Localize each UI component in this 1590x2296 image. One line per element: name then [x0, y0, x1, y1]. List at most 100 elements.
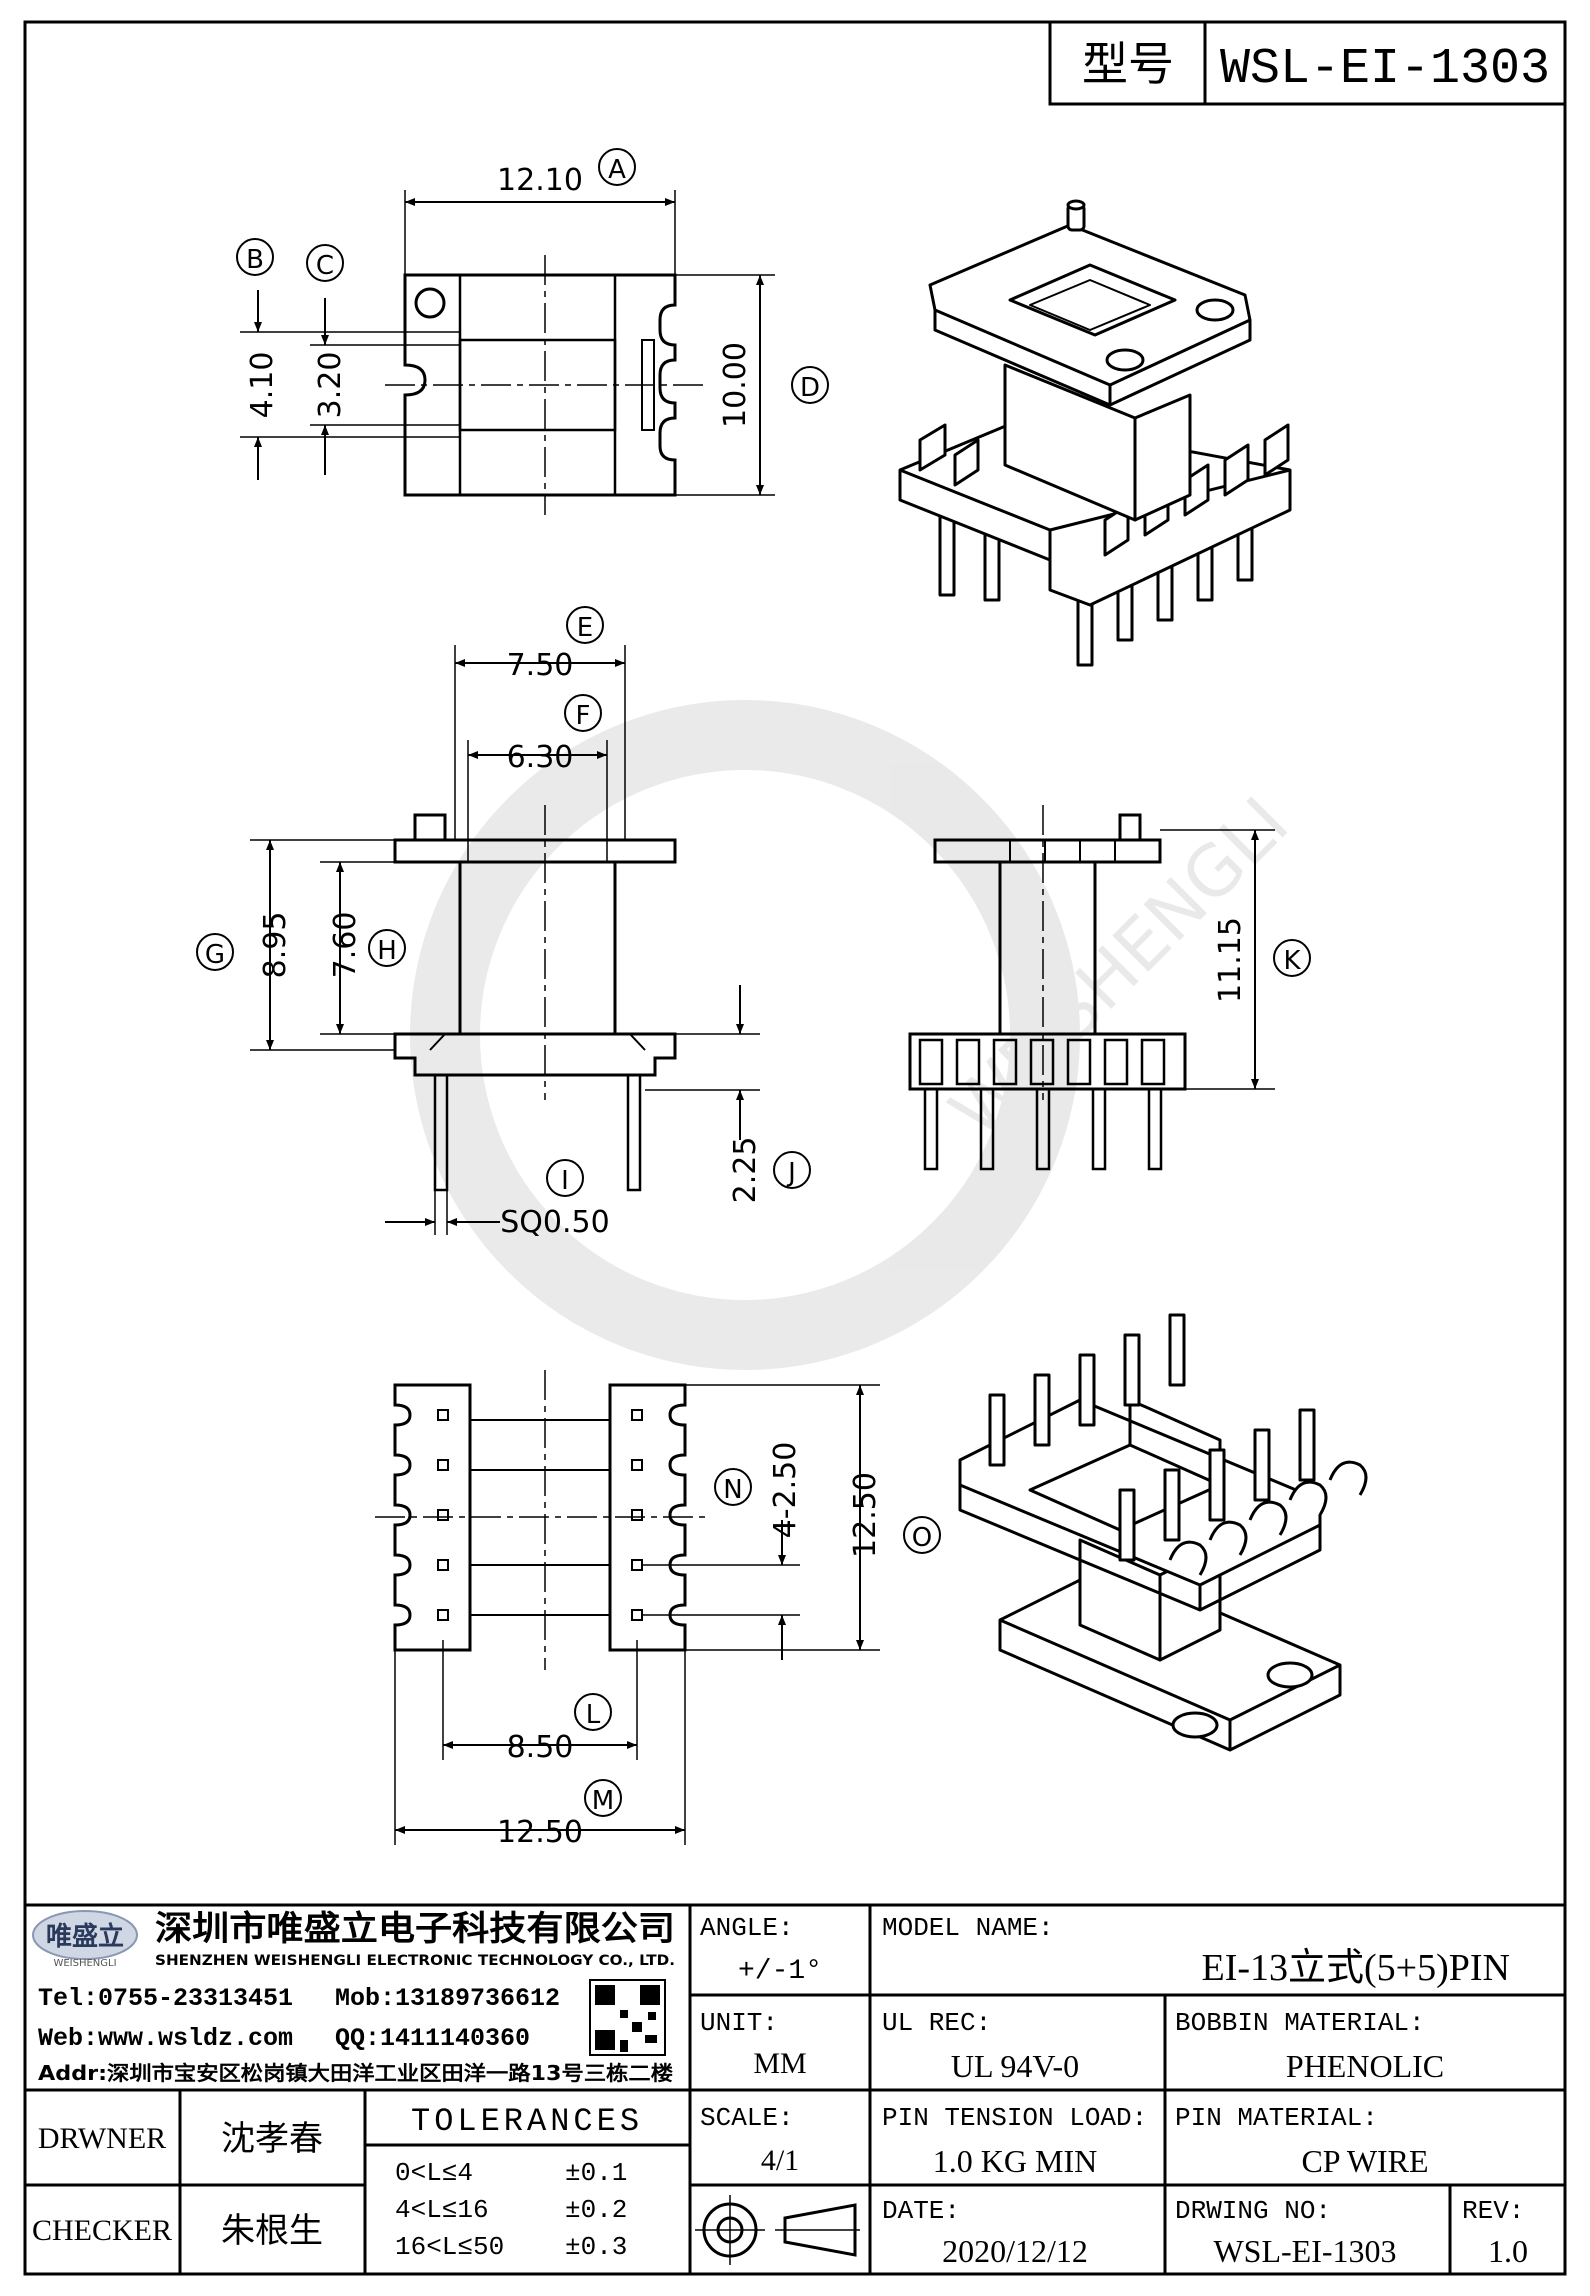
tag-k: K: [1283, 946, 1301, 976]
tag-j: J: [786, 1158, 796, 1188]
top-view-outline: [403, 273, 677, 497]
dim-f-value: 6.30: [507, 740, 574, 775]
unit-value: MM: [753, 2047, 806, 2080]
projection-symbol-icon: [695, 2195, 860, 2265]
company-web: Web:www.wsldz.com: [38, 2024, 293, 2053]
tension-value: 1.0 KG MIN: [933, 2143, 1097, 2179]
angle-value: +/-1°: [738, 1956, 822, 1987]
people-cells: DRWNER 沈孝春 CHECKER 朱根生: [32, 2119, 323, 2251]
iso1-teeth: [918, 423, 1290, 557]
company-info: 唯盛立 WEISHENGLI 深圳市唯盛立电子科技有限公司 SHENZHEN W…: [32, 1909, 675, 2085]
isometric-view-bottom: [958, 1313, 1368, 1752]
dim-k-value: 11.15: [1213, 917, 1248, 1003]
pin-material-value: CP WIRE: [1301, 2143, 1428, 2179]
rev-label: REV:: [1462, 2196, 1524, 2226]
model-name-value: EI-13立式(5+5)PIN: [1202, 1947, 1511, 1989]
dim-l-value: 8.50: [507, 1730, 574, 1765]
bottom-view: [375, 1370, 880, 1845]
bobbin-value: PHENOLIC: [1286, 2048, 1444, 2084]
ul-value: UL 94V-0: [951, 2048, 1079, 2084]
drawing-no-label: DRWING NO:: [1175, 2196, 1331, 2226]
front-view: [250, 645, 760, 1235]
bobbin-label: BOBBIN MATERIAL:: [1175, 2008, 1425, 2038]
tag-g: G: [205, 940, 225, 970]
tag-d: D: [800, 373, 820, 403]
logo-subtext: WEISHENGLI: [53, 1958, 116, 1969]
company-qq: QQ:1411140360: [335, 2024, 530, 2053]
model-value: WSL-EI-1303: [1220, 41, 1550, 98]
model-name-label: MODEL NAME:: [882, 1913, 1054, 1943]
iso2-loops: [1168, 1460, 1368, 1576]
title-block: [25, 1903, 1565, 2274]
bottom-view-labels: 8.50 L 12.50 M 4-2.50 N 12.50 O: [497, 1442, 941, 1850]
tolerances-title: TOLERANCES: [411, 2103, 643, 2140]
logo-text: 唯盛立: [46, 1921, 124, 1952]
dim-n-value: 4-2.50: [768, 1442, 803, 1539]
dim-i-value: SQ0.50: [500, 1205, 609, 1240]
company-mob: Mob:13189736612: [335, 1984, 560, 2013]
tension-label: PIN TENSION LOAD:: [882, 2103, 1147, 2133]
drawer-label: DRWNER: [38, 2122, 166, 2155]
front-view-labels: 7.50 E 6.30 F 8.95 G 7.60 H 2.25 J SQ0.5…: [196, 606, 811, 1240]
sheet-border: [23, 20, 1567, 2276]
tag-e: E: [577, 613, 593, 643]
dim-j-value: 2.25: [728, 1137, 763, 1204]
side-view: [908, 805, 1275, 1171]
pin-material-label: PIN MATERIAL:: [1175, 2103, 1378, 2133]
dim-b-value: 4.10: [245, 352, 280, 419]
top-view-labels: 12.10 A 10.00 D 4.10 B 3.20 C: [236, 148, 829, 428]
dim-d-value: 10.00: [718, 342, 753, 428]
iso2-pins: [988, 1313, 1316, 1562]
company-name-cn: 深圳市唯盛立电子科技有限公司: [155, 1909, 675, 1949]
company-tel: Tel:0755-23313451: [38, 1984, 293, 2013]
angle-label: ANGLE:: [700, 1913, 794, 1943]
company-address: Addr:深圳市宝安区松岗镇大田洋工业区田洋一路13号三栋二楼: [38, 2061, 673, 2085]
date-value: 2020/12/12: [942, 2233, 1088, 2269]
side-view-labels: 11.15 K: [1213, 917, 1311, 1003]
tolerance-range-1: 0<L≤4: [395, 2158, 473, 2188]
tolerance-range-2: 4<L≤16: [395, 2195, 489, 2225]
qr-code-icon: [589, 1979, 666, 2056]
tag-h: H: [377, 936, 397, 966]
date-label: DATE:: [882, 2196, 960, 2226]
tag-m: M: [592, 1786, 614, 1816]
tolerance-value-3: ±0.3: [565, 2232, 627, 2262]
top-view: [240, 190, 775, 515]
tag-f: F: [576, 701, 591, 731]
tolerances-table: TOLERANCES 0<L≤4 ±0.1 4<L≤16 ±0.2 16<L≤5…: [395, 2103, 643, 2262]
dim-g-value: 8.95: [258, 912, 293, 979]
dim-c-value: 3.20: [313, 352, 348, 419]
scale-value: 4/1: [761, 2144, 799, 2177]
tag-o: O: [912, 1523, 932, 1553]
ul-label: UL REC:: [882, 2008, 991, 2038]
drawing-no-value: WSL-EI-1303: [1213, 2233, 1396, 2269]
tolerance-range-3: 16<L≤50: [395, 2232, 504, 2262]
dim-e-value: 7.50: [507, 648, 574, 683]
dim-o-value: 12.50: [848, 1472, 883, 1558]
isometric-view-top: [898, 199, 1292, 667]
tag-b: B: [246, 245, 264, 275]
checker-label: CHECKER: [32, 2214, 172, 2247]
checker-name: 朱根生: [221, 2211, 323, 2251]
tag-n: N: [723, 1475, 742, 1505]
rev-value: 1.0: [1488, 2233, 1528, 2269]
tolerance-value-2: ±0.2: [565, 2195, 627, 2225]
top-view-hole: [414, 287, 446, 319]
scale-label: SCALE:: [700, 2103, 794, 2133]
model-label: 型号: [1082, 37, 1174, 91]
spec-cells: ANGLE: +/-1° UNIT: MM SCALE: 4/1 MODEL N…: [700, 1913, 1528, 2269]
tag-i: I: [561, 1166, 569, 1196]
company-name-en: SHENZHEN WEISHENGLI ELECTRONIC TECHNOLOG…: [155, 1953, 675, 1969]
company-logo: 唯盛立 WEISHENGLI: [32, 1910, 138, 1969]
tag-l: L: [586, 1700, 601, 1730]
model-header-box: 型号 WSL-EI-1303: [1048, 20, 1567, 106]
dim-m-value: 12.50: [497, 1815, 583, 1850]
drawer-name: 沈孝春: [221, 2119, 323, 2159]
dim-a-value: 12.10: [497, 163, 583, 198]
tag-c: C: [316, 251, 334, 281]
unit-label: UNIT:: [700, 2008, 778, 2038]
dim-h-value: 7.60: [328, 912, 363, 979]
tolerance-value-1: ±0.1: [565, 2158, 627, 2188]
tag-a: A: [608, 155, 626, 185]
